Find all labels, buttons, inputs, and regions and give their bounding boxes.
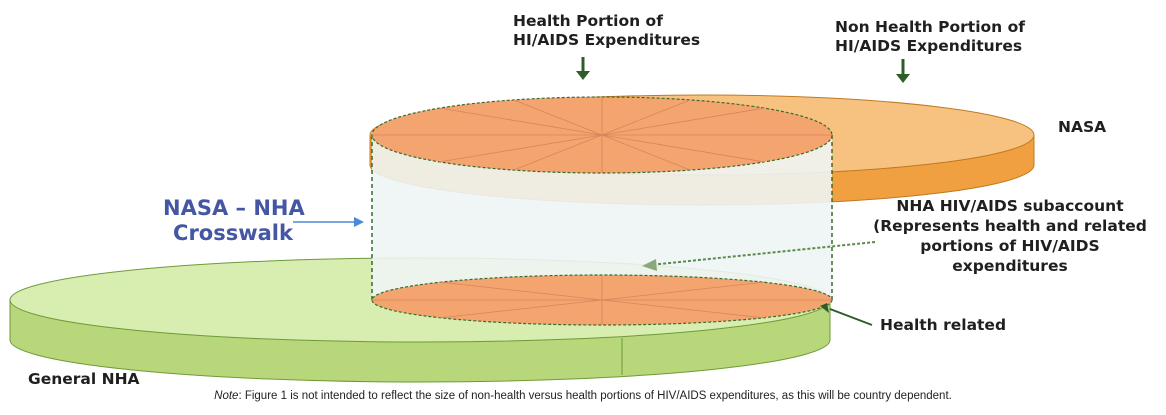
non-health-portion-line-2: HI/AIDS Expenditures — [835, 37, 983, 56]
crosswalk-cylinder — [372, 97, 832, 325]
crosswalk-line-1: NASA – NHA — [163, 196, 303, 221]
non-health-portion-label: Non Health Portion of HI/AIDS Expenditur… — [835, 18, 983, 56]
figure-note: Note: Figure 1 is not intended to reflec… — [0, 390, 1166, 402]
subaccount-line-2: (Represents health and related — [862, 216, 1158, 236]
crosswalk-line-2: Crosswalk — [163, 221, 303, 246]
subaccount-line-3: portions of HIV/AIDS — [862, 236, 1158, 256]
crosswalk-label: NASA – NHA Crosswalk — [163, 196, 303, 246]
subaccount-label: NHA HIV/AIDS subaccount (Represents heal… — [862, 196, 1158, 276]
health-portion-line-2: HI/AIDS Expenditures — [513, 31, 657, 50]
health-portion-line-1: Health Portion of — [513, 12, 657, 31]
health-portion-label: Health Portion of HI/AIDS Expenditures — [513, 12, 657, 50]
health-related-label: Health related — [880, 316, 1006, 335]
arrow-non-health-portion — [896, 59, 910, 83]
nasa-label: NASA — [1058, 118, 1106, 137]
subaccount-line-1: NHA HIV/AIDS subaccount — [862, 196, 1158, 216]
non-health-portion-line-1: Non Health Portion of — [835, 18, 983, 37]
general-nha-label: General NHA — [28, 370, 140, 389]
arrow-health-portion — [576, 57, 590, 80]
note-text: : Figure 1 is not intended to reflect th… — [238, 390, 951, 402]
note-prefix: Note — [214, 390, 238, 402]
subaccount-line-4: expenditures — [862, 256, 1158, 276]
